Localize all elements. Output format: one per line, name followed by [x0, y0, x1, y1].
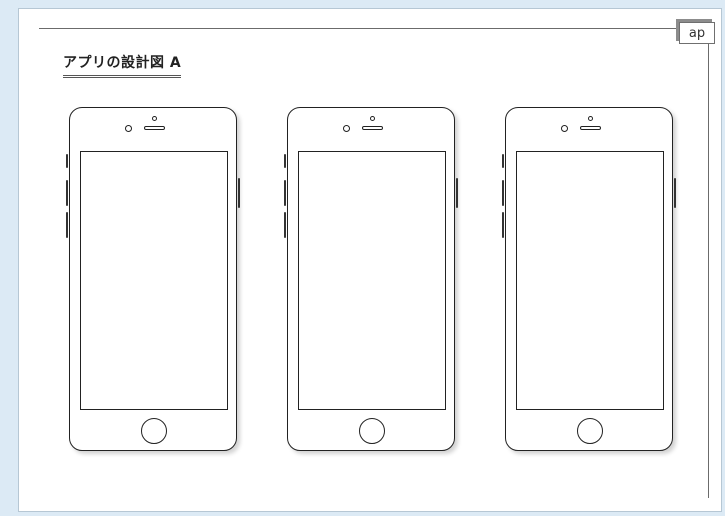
- wireframe-sheet: ap アプリの設計図 A: [18, 8, 722, 512]
- volume-up-button: [284, 180, 286, 206]
- volume-up-button: [66, 180, 68, 206]
- phone-screen-3: [516, 151, 664, 410]
- home-button: [577, 418, 603, 444]
- home-button: [141, 418, 167, 444]
- front-camera-icon: [343, 125, 350, 132]
- phone-mockup-1: [66, 107, 240, 451]
- sensor-icon: [588, 116, 593, 121]
- front-camera-icon: [125, 125, 132, 132]
- sheet-frame: [39, 28, 709, 498]
- power-button: [674, 178, 676, 208]
- volume-down-button: [284, 212, 286, 238]
- home-button: [359, 418, 385, 444]
- phone-screen-1: [80, 151, 228, 410]
- mute-switch: [284, 154, 286, 168]
- speaker-grille: [580, 126, 601, 130]
- volume-down-button: [502, 212, 504, 238]
- sensor-icon: [152, 116, 157, 121]
- mute-switch: [502, 154, 504, 168]
- speaker-grille: [362, 126, 383, 130]
- power-button: [238, 178, 240, 208]
- front-camera-icon: [561, 125, 568, 132]
- volume-down-button: [66, 212, 68, 238]
- sensor-icon: [370, 116, 375, 121]
- phone-screen-2: [298, 151, 446, 410]
- mute-switch: [66, 154, 68, 168]
- speaker-grille: [144, 126, 165, 130]
- page-tag: ap: [679, 22, 715, 44]
- phone-mockup-2: [284, 107, 458, 451]
- power-button: [456, 178, 458, 208]
- phone-mockup-3: [502, 107, 676, 451]
- volume-up-button: [502, 180, 504, 206]
- page-title: アプリの設計図 A: [63, 52, 182, 78]
